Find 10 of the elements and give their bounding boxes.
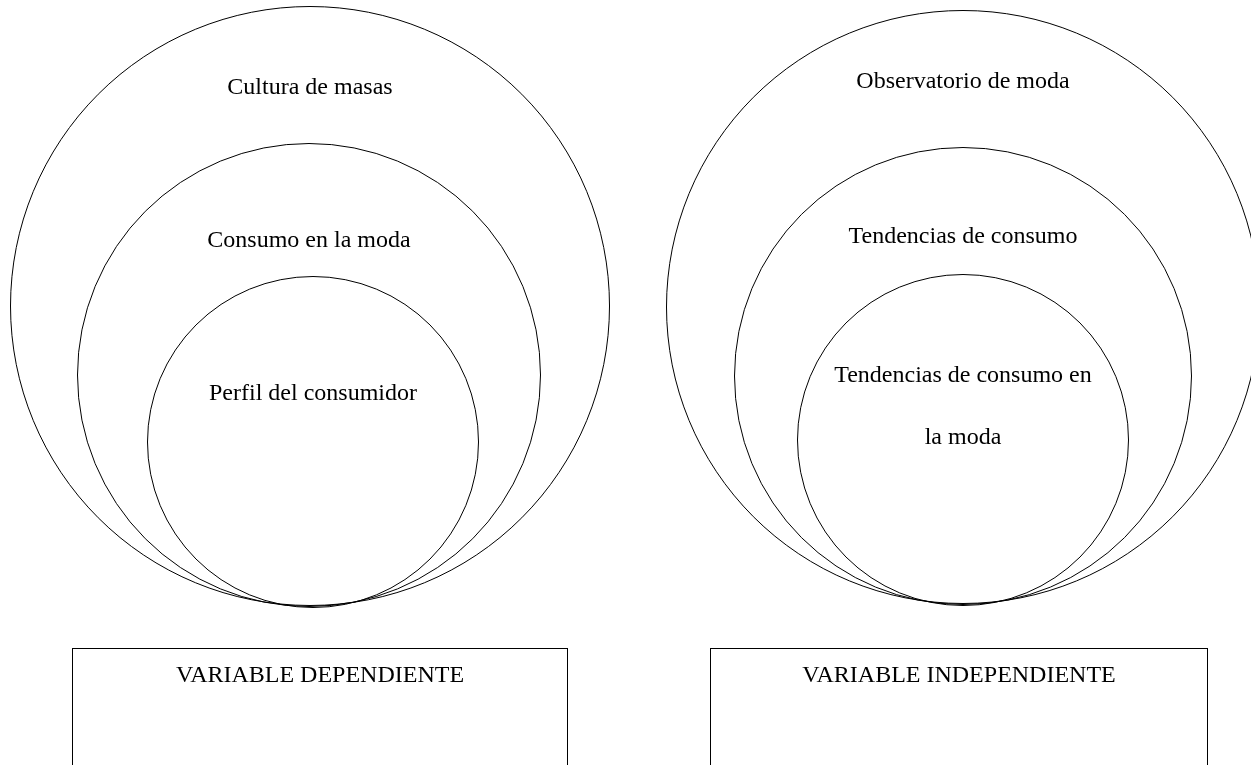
circle-label: Tendencias de consumo <box>847 221 1079 250</box>
circle-label: Cultura de masas <box>226 72 394 101</box>
variable-box <box>72 648 568 765</box>
variable-box <box>710 648 1208 765</box>
box-label: VARIABLE DEPENDIENTE <box>174 660 466 689</box>
circle-label: Observatorio de moda <box>855 66 1071 95</box>
circle-label: Consumo en la moda <box>206 225 412 254</box>
box-label: VARIABLE INDEPENDIENTE <box>801 660 1117 689</box>
circle-label: Perfil del consumidor <box>208 378 418 407</box>
circle-label: Tendencias de consumo en la moda <box>833 360 1093 451</box>
